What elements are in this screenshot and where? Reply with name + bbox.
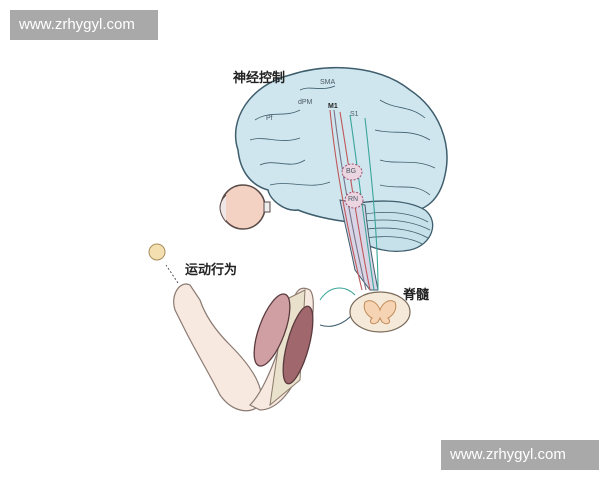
label-rn: RN bbox=[348, 196, 359, 203]
arm-illustration bbox=[173, 283, 356, 412]
label-dpm: dPM bbox=[298, 99, 313, 106]
target-dot bbox=[148, 243, 166, 261]
label-s1: S1 bbox=[350, 111, 359, 118]
motion-arrow bbox=[165, 264, 179, 284]
watermark-bottom: www.zrhygyl.com bbox=[441, 440, 599, 470]
label-motor-behavior: 运动行为 bbox=[185, 263, 238, 278]
label-pf: Pf bbox=[266, 115, 273, 122]
title-neural-control: 神经控制 bbox=[233, 71, 286, 86]
label-sma: SMA bbox=[320, 79, 336, 86]
brain-illustration bbox=[234, 67, 448, 291]
eye-illustration bbox=[219, 184, 271, 230]
label-m1: M1 bbox=[328, 103, 338, 110]
label-spinal-cord: 脊髓 bbox=[403, 288, 430, 303]
watermark-top: www.zrhygyl.com bbox=[10, 10, 158, 40]
label-bg: BG bbox=[346, 168, 357, 175]
spinal-cord-cross-section bbox=[349, 291, 411, 333]
